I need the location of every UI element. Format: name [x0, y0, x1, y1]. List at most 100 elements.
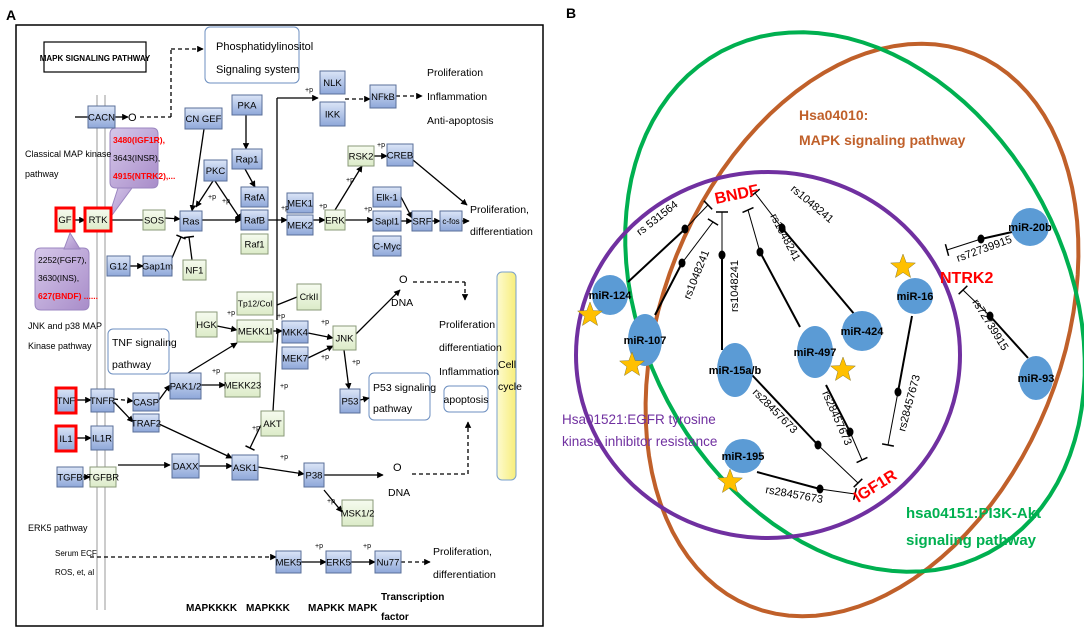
mirna-gene-inhibition — [627, 200, 713, 283]
outcome-label: Proliferation — [427, 67, 483, 79]
node-box — [142, 209, 166, 231]
transcription-factor-label: Transcription — [381, 592, 444, 603]
interaction-line — [759, 251, 801, 328]
mirna-label: miR-124 — [589, 290, 633, 302]
activation-edge — [355, 289, 401, 335]
inhibition-bar — [703, 200, 713, 210]
panel-a-border — [15, 24, 544, 627]
interaction-line — [897, 315, 913, 393]
node-box — [89, 466, 117, 488]
node-casp: CASP — [132, 392, 160, 412]
node-label: Raf1 — [244, 239, 264, 250]
activation-edge — [195, 180, 214, 208]
node-label: HGK — [196, 320, 217, 331]
node-label: JNK — [336, 333, 355, 344]
egfr-pathway-label: Hsa01521:EGFR tyrosine — [562, 412, 716, 427]
node-cmyc: C-Myc — [372, 235, 402, 257]
title-box — [43, 41, 147, 73]
interaction-line — [825, 384, 851, 433]
phosphorylation-label: +p — [227, 310, 235, 317]
node-label: P38 — [306, 470, 323, 481]
interaction-line — [980, 231, 1013, 240]
node-box — [132, 413, 160, 433]
jnk-p38-pathway-label: JNK and p38 MAP — [28, 321, 102, 331]
node-box — [224, 372, 261, 398]
phosphatidylinositol-box — [204, 26, 300, 84]
mapk-pathway-label: Hsa04010: — [799, 107, 868, 123]
gene-id-label: 3630(INS), — [38, 273, 79, 283]
node-label: IL1R — [92, 433, 112, 444]
phosphorylation-label: +p — [319, 203, 327, 210]
phosphorylation-label: +p — [280, 383, 288, 390]
outcome-label: Inflammation — [427, 91, 487, 103]
interaction-line — [887, 391, 899, 446]
snp-label: rs1048241 — [788, 183, 836, 226]
snp-dot — [986, 311, 994, 321]
p53-signaling-label: pathway — [373, 403, 413, 415]
inhibition-bar — [958, 285, 968, 295]
node-box — [54, 206, 76, 233]
phosphorylation-label: +p — [315, 543, 323, 550]
activation-edge — [359, 396, 370, 403]
star-icon — [716, 468, 744, 494]
node-box — [339, 388, 361, 414]
node-ras: Ras — [179, 210, 203, 232]
node-box — [90, 425, 114, 451]
star-icon — [829, 356, 857, 382]
node-box — [281, 346, 309, 370]
snp-dot — [756, 247, 764, 257]
node-box — [281, 320, 309, 344]
node-box — [240, 233, 269, 255]
node-label: SRF — [413, 216, 432, 227]
callout-tail — [106, 187, 133, 223]
node-box — [324, 209, 346, 231]
activation-edge — [113, 397, 134, 404]
snp-dot — [681, 224, 689, 234]
node-daxx: DAXX — [171, 453, 200, 479]
activation-edge — [343, 349, 352, 390]
node-pkc: PKC — [203, 159, 228, 182]
activation-edge — [113, 401, 134, 423]
activation-edge — [187, 342, 238, 374]
node-creb: CREB — [386, 143, 414, 167]
inhibition-bar — [183, 235, 195, 239]
node-box — [54, 386, 78, 415]
mapk-pathway-label: MAPK signaling pathway — [799, 132, 966, 148]
node-box — [341, 499, 374, 527]
node-label: TNFR — [90, 396, 115, 407]
node-box — [286, 192, 314, 214]
phosphorylation-label: +p — [321, 354, 329, 361]
mirna-ellipse — [897, 278, 933, 314]
mirna-label: miR-497 — [794, 347, 837, 359]
activation-edge — [272, 329, 279, 412]
cell-cycle-box — [496, 271, 517, 481]
outcome-label: differentiation — [470, 226, 533, 238]
mirna-node-m15: miR-15a/b — [709, 343, 762, 397]
node-jnk: JNK — [332, 325, 357, 351]
mirna-label: miR-15a/b — [709, 365, 762, 377]
gene-label-ntrk2: NTRK2 — [940, 270, 993, 287]
node-ask1: ASK1 — [231, 454, 259, 481]
star-icon — [618, 351, 646, 377]
snp-dot — [678, 258, 686, 268]
node-box — [240, 186, 269, 208]
interaction-line — [781, 227, 856, 316]
node-nfkb: NFkB — [369, 84, 397, 109]
inhibition-edge — [188, 236, 193, 261]
node-label: NFkB — [371, 92, 395, 103]
mirna-ellipse — [797, 326, 833, 378]
node-erk5: ERK5 — [325, 550, 352, 574]
node-box — [54, 424, 78, 453]
node-label: AKT — [263, 419, 282, 430]
node-label: MEK5 — [276, 557, 302, 568]
serum-label: ROS, et, al — [55, 568, 94, 577]
node-label: MEK7 — [282, 353, 308, 364]
phosphorylation-label: +p — [281, 205, 289, 212]
mirna-node-m107: miR-107 — [624, 314, 666, 366]
phosphorylation-label: +p — [364, 206, 372, 213]
node-box — [347, 145, 375, 167]
mirna-ellipse — [592, 275, 628, 315]
node-label: CN GEF — [186, 114, 222, 125]
apoptosis-label: apoptosis — [444, 394, 489, 406]
